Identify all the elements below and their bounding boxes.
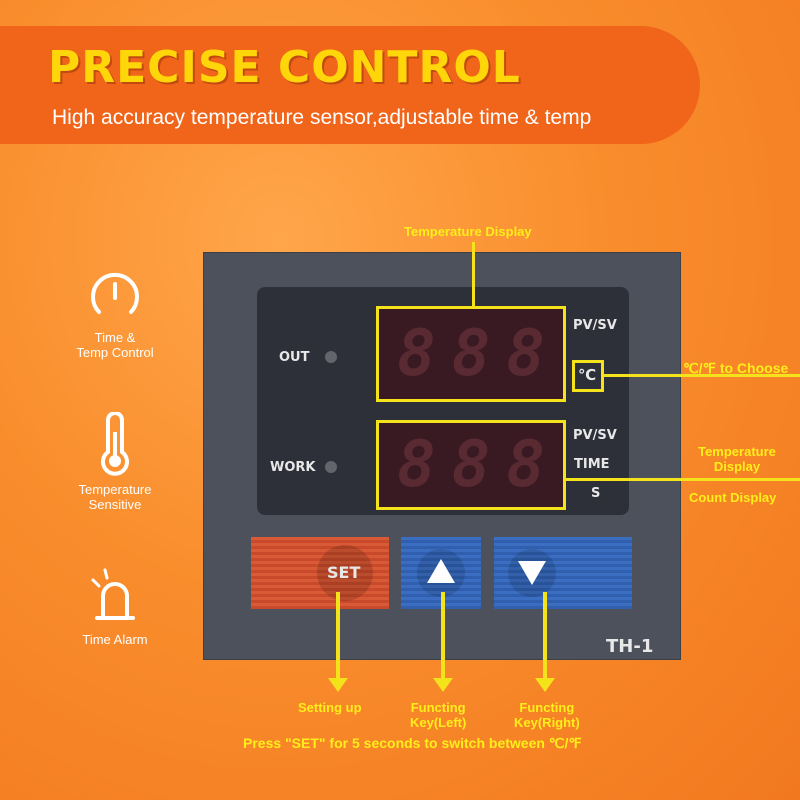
header-banner <box>0 26 700 144</box>
arrow-down-icon <box>535 678 555 692</box>
feature-label: Temp Control <box>76 345 154 360</box>
gauge-icon <box>91 272 139 314</box>
feature-time-alarm: Time Alarm <box>50 566 180 647</box>
display-digit: 8 <box>451 317 491 391</box>
lower-display: 8 8 8 <box>376 420 566 510</box>
out-label: OUT <box>279 350 310 365</box>
annotation-line <box>566 478 800 481</box>
annotation-temperature-display-right: Temperature Display <box>692 444 782 474</box>
feature-time-temp: Time & Temp Control <box>50 268 180 360</box>
display-digit: 8 <box>397 317 436 391</box>
set-button-label: SET <box>327 563 361 582</box>
feature-label: Time & <box>94 330 136 345</box>
display-digit: 8 <box>451 428 491 502</box>
display-digit: 8 <box>397 428 436 502</box>
up-button[interactable] <box>401 537 481 609</box>
arrow-line <box>336 592 340 678</box>
annotation-text: Display <box>713 459 761 474</box>
feature-temp-sensitive: Temperature Sensitive <box>50 412 180 512</box>
annotation-key-right: Functing Key(Right) <box>514 700 580 730</box>
seconds-label: S <box>591 486 601 501</box>
time-label: TIME <box>574 457 610 472</box>
triangle-down-icon <box>508 549 556 597</box>
set-button-cap <box>317 545 373 601</box>
feature-label: Time Alarm <box>82 632 148 647</box>
page-subtitle: High accuracy temperature sensor,adjusta… <box>52 106 592 129</box>
footer-instruction: Press "SET" for 5 seconds to switch betw… <box>243 735 582 751</box>
annotation-text: Functing <box>410 700 466 715</box>
feature-label: Temperature <box>78 482 152 497</box>
arrow-down-icon <box>433 678 453 692</box>
down-button[interactable] <box>494 537 632 609</box>
work-indicator-led <box>325 461 337 473</box>
unit-highlight-box <box>572 360 604 392</box>
alarm-icon <box>91 568 135 620</box>
annotation-text: Temperature <box>698 444 776 459</box>
annotation-setting-up: Setting up <box>298 700 362 715</box>
annotation-text: Key(Left) <box>410 715 467 730</box>
annotation-key-left: Functing Key(Left) <box>410 700 466 730</box>
arrow-down-icon <box>328 678 348 692</box>
upper-display: 8 8 8 <box>376 306 566 402</box>
unit-symbol: ℃ <box>578 366 597 384</box>
page-title: PRECISE CONTROL <box>48 42 521 93</box>
annotation-temperature-display-top: Temperature Display <box>404 224 532 239</box>
model-label: TH-1 <box>606 636 654 657</box>
thermometer-icon <box>101 412 129 476</box>
annotation-text: Key(Right) <box>514 715 580 730</box>
pv-sv-label-lower: PV/SV <box>573 428 617 443</box>
annotation-text: Functing <box>519 700 575 715</box>
display-digit: 8 <box>506 428 545 502</box>
feature-label: Sensitive <box>88 497 142 512</box>
pv-sv-label-upper: PV/SV <box>573 318 617 333</box>
annotation-line <box>604 374 800 377</box>
set-button[interactable]: SET <box>251 537 389 609</box>
triangle-up-icon <box>417 549 465 597</box>
annotation-count-display: Count Display <box>689 490 777 505</box>
arrow-line <box>543 592 547 678</box>
arrow-line <box>441 592 445 678</box>
out-indicator-led <box>325 351 337 363</box>
annotation-line <box>472 242 475 306</box>
display-digit: 8 <box>506 317 545 391</box>
annotation-unit-choose: ℃/℉ to Choose <box>683 360 789 376</box>
work-label: WORK <box>270 460 316 475</box>
